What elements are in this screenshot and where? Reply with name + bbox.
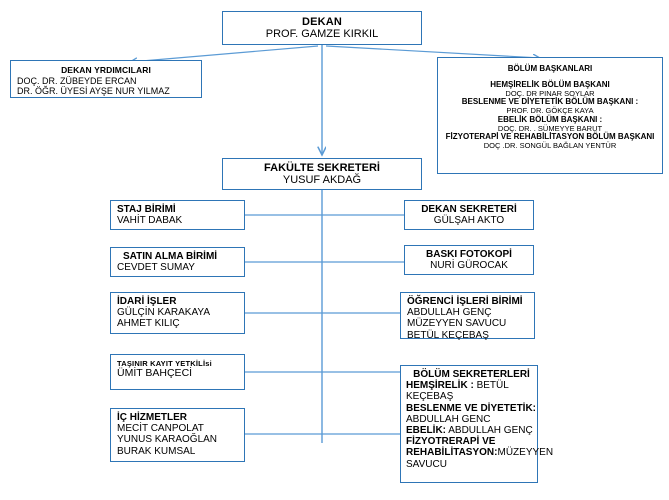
entry-beslenme-sekreteri: BESLENME VE DİYETETİK:ABDULLAH GENC [406,403,537,425]
role-fizyoterapi-baskani: FİZYOTERAPİ VE REHABİLİTASYON BÖLÜM BAŞK… [445,131,655,141]
node-dekan-yardimcilari-title: DEKAN YRDIMCILARI [61,65,151,75]
node-ogrenci-isleri-person-1: ABDULLAH GENÇ [407,307,492,319]
node-dekan-title: DEKAN [301,16,343,28]
person-ebelik-sekreteri: ABDULLAH GENÇ [446,424,533,436]
node-dekan-yardimcilari-person-1: DOÇ. DR. ZÜBEYDE ERCAN [17,75,137,86]
node-dekan-sekreteri[interactable]: DEKAN SEKRETERİ GÜLŞAH AKTO [404,200,534,230]
node-staj-birimi-title: STAJ BİRİMİ [117,204,176,215]
node-ic-hizmetler-person-1: MECİT CANPOLAT [117,423,204,435]
node-dekan-person: PROF. GAMZE KIRKIL [265,28,379,41]
node-ogrenci-isleri-person-2: MÜZEYYEN SAVUCU [407,318,507,330]
node-idari-isler-person-1: GÜLÇİN KARAKAYA [117,307,210,319]
node-satin-alma-birimi-person: CEVDET SUMAY [117,262,195,274]
person-hemsirelik-sekreteri: BETÜL KEÇEBAŞ [406,380,509,403]
node-bolum-baskanlari-title: BÖLÜM BAŞKANLARI [507,64,593,73]
role-hemsirelik-sekreteri: HEMŞİRELİK : [406,380,477,392]
role-ebelik-baskani: EBELİK BÖLÜM BAŞKANI : [497,114,603,124]
role-beslenme-diyetetik-baskani: BESLENME VE DİYETETİK BÖLÜM BAŞKANI : [461,97,639,107]
node-fakulte-sekreteri-title: FAKÜLTE SEKRETERİ [264,162,380,174]
role-hemsirelik-baskani: HEMŞİRELİK BÖLÜM BAŞKANI [490,79,610,89]
person-beslenme-diyetetik-baskani: PROF. DR. GÖKÇE KAYA [506,106,594,116]
node-ic-hizmetler-person-3: BURAK KUMSAL [117,445,196,457]
node-tasinir-kayit-person: ÜMİT BAHÇECİ [117,367,193,380]
node-baski-fotokopi-title: BASKI FOTOKOPİ [426,249,512,260]
node-satin-alma-birimi-title: SATIN ALMA BİRİMİ [123,251,218,262]
node-dekan-yardimcilari-person-2: DR. ÖĞR. ÜYESİ AYŞE NUR YILMAZ [17,85,170,96]
node-satin-alma-birimi[interactable]: SATIN ALMA BİRİMİ CEVDET SUMAY [110,247,245,277]
node-staj-birimi[interactable]: STAJ BİRİMİ VAHİT DABAK [110,200,245,230]
node-dekan-sekreteri-title: DEKAN SEKRETERİ [421,204,517,215]
node-ic-hizmetler-person-2: YUNUS KARAOĞLAN [117,434,218,446]
entry-hemsirelik-sekreteri: HEMŞİRELİK : BETÜL KEÇEBAŞ [406,380,537,402]
node-bolum-sekreterleri[interactable]: BÖLÜM SEKRETERLERİ HEMŞİRELİK : BETÜL KE… [400,365,553,483]
node-idari-isler-title: İDARİ İŞLER [117,296,177,307]
node-ogrenci-isleri-birimi[interactable]: ÖĞRENCİ İŞLERİ BİRİMİ ABDULLAH GENÇ MÜZE… [400,292,535,341]
role-fizyoterapi-sekreteri: FİZYOTRERAPİ VE REHABİLİTASYON: [406,436,498,459]
node-tasinir-kayit-yetkilisi[interactable]: TAŞINIR KAYIT YETKİLİsi ÜMİT BAHÇECİ [110,354,245,390]
node-tasinir-kayit-title: TAŞINIR KAYIT YETKİLİsi [117,359,212,368]
node-ogrenci-isleri-title: ÖĞRENCİ İŞLERİ BİRİMİ [407,296,523,307]
person-beslenme-sekreteri: ABDULLAH GENC [406,413,491,425]
node-fakulte-sekreteri[interactable]: FAKÜLTE SEKRETERİ YUSUF AKDAĞ [222,158,422,190]
node-ogrenci-isleri-person-3: BETÜL KEÇEBAŞ [407,329,489,341]
person-hemsirelik-baskani: DOÇ. DR PINAR SOYLAR [505,88,595,98]
node-dekan[interactable]: DEKAN PROF. GAMZE KIRKIL [222,11,422,45]
node-dekan-sekreteri-person: GÜLŞAH AKTO [433,215,505,227]
entry-ebelik-sekreteri: EBELİK: ABDULLAH GENÇ [406,425,537,436]
node-ic-hizmetler[interactable]: İÇ HİZMETLER MECİT CANPOLAT YUNUS KARAOĞ… [110,408,245,462]
node-bolum-baskanlari[interactable]: BÖLÜM BAŞKANLARI HEMŞİRELİK BÖLÜM BAŞKAN… [437,57,663,174]
node-idari-isler-person-2: AHMET KILIÇ [117,318,180,330]
person-ebelik-baskani: DOÇ. DR. . SÜMEYYE BARUT [497,123,603,133]
node-baski-fotokopi[interactable]: BASKI FOTOKOPİ NURİ GÜROCAK [404,245,534,275]
node-bolum-sekreterleri-title: BÖLÜM SEKRETERLERİ [413,369,530,380]
role-beslenme-sekreteri: BESLENME VE DİYETETİK: [406,402,537,414]
role-ebelik-sekreteri: EBELİK: [406,424,446,436]
entry-fizyoterapi-sekreteri: FİZYOTRERAPİ VE REHABİLİTASYON:MÜZEYYEN … [406,436,553,470]
node-fakulte-sekreteri-person: YUSUF AKDAĞ [282,174,362,187]
node-dekan-yardimcilari[interactable]: DEKAN YRDIMCILARI DOÇ. DR. ZÜBEYDE ERCAN… [10,60,202,98]
node-baski-fotokopi-person: NURİ GÜROCAK [430,260,508,272]
node-ic-hizmetler-title: İÇ HİZMETLER [117,412,187,423]
node-staj-birimi-person: VAHİT DABAK [117,215,183,227]
person-fizyoterapi-sekreteri: MÜZEYYEN SAVUCU [406,447,554,470]
person-fizyoterapi-baskani: DOÇ .DR. SONGÜL BAĞLAN YENTÜR [483,140,617,150]
node-idari-isler[interactable]: İDARİ İŞLER GÜLÇİN KARAKAYA AHMET KILIÇ [110,292,245,334]
